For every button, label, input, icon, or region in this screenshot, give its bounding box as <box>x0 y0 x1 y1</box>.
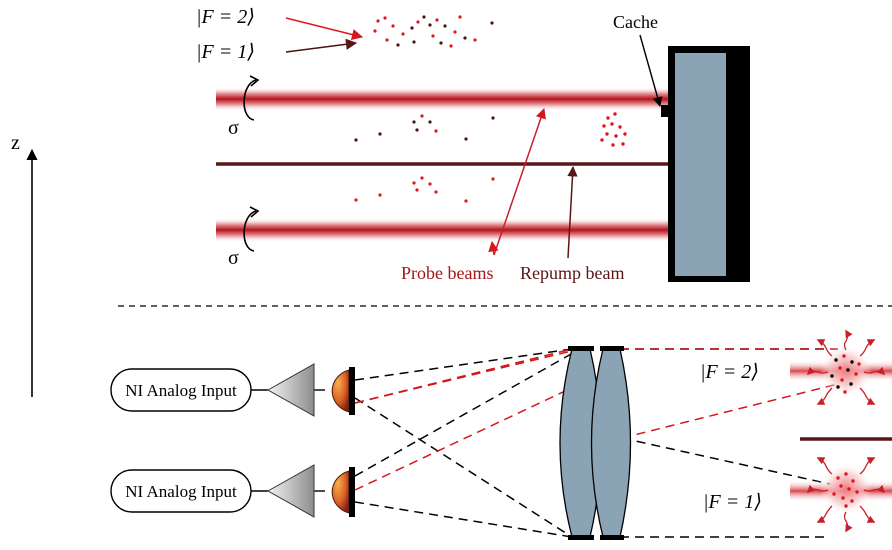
polarization-lower-icon <box>243 206 260 252</box>
state-f2-pointer-arrow <box>285 17 364 40</box>
fluorescence-wavy-arrow-icon <box>806 329 886 533</box>
state-f1-label-top: |F = 1⟩ <box>196 41 255 63</box>
state-f2-label-top: |F = 2⟩ <box>196 6 255 28</box>
atoms-f2-detect <box>830 354 861 394</box>
fluorescing-cloud-f2 <box>820 345 872 397</box>
atom-cloud-middle-upper <box>354 114 495 142</box>
photodiode-icon-2 <box>331 467 355 517</box>
probe-beams-label: Probe beams <box>401 263 493 283</box>
fluorescing-cloud-f1 <box>820 463 872 515</box>
state-f1-label-detect: |F = 1⟩ <box>703 491 762 513</box>
cache-marker <box>661 105 668 117</box>
atom-cloud-middle-lower <box>354 176 495 203</box>
lens-icon-2 <box>590 346 632 540</box>
cache-block <box>675 53 726 276</box>
atoms-f1-detect <box>832 472 859 508</box>
probe-beam-upper <box>216 87 668 111</box>
state-f1-pointer-arrow <box>285 38 358 53</box>
repump-beam-label: Repump beam <box>520 263 624 283</box>
atom-cluster-cache <box>600 112 627 147</box>
atom-cloud-top <box>373 15 494 48</box>
photodiode-icon-1 <box>331 367 355 415</box>
sigma-label-lower: σ <box>228 247 239 269</box>
amplifier-icon-1 <box>266 363 315 417</box>
probe-pointer-arrow-upper <box>493 108 546 256</box>
polarization-upper-icon <box>243 75 260 121</box>
z-axis-label: z <box>11 132 20 154</box>
ni-input-label-2: NI Analog Input <box>125 482 237 501</box>
amplifier-icon-2 <box>266 464 315 518</box>
probe-pointer-arrow-lower <box>488 240 499 256</box>
state-f2-label-detect: |F = 2⟩ <box>700 361 759 383</box>
cache-pointer-arrow <box>639 34 663 107</box>
ni-input-label-1: NI Analog Input <box>125 381 237 400</box>
imaging-rays-red <box>354 348 839 491</box>
sigma-label-upper: σ <box>228 117 239 139</box>
repump-pointer-arrow <box>567 165 578 259</box>
cache-label: Cache <box>613 12 658 32</box>
probe-beam-lower <box>216 218 668 242</box>
